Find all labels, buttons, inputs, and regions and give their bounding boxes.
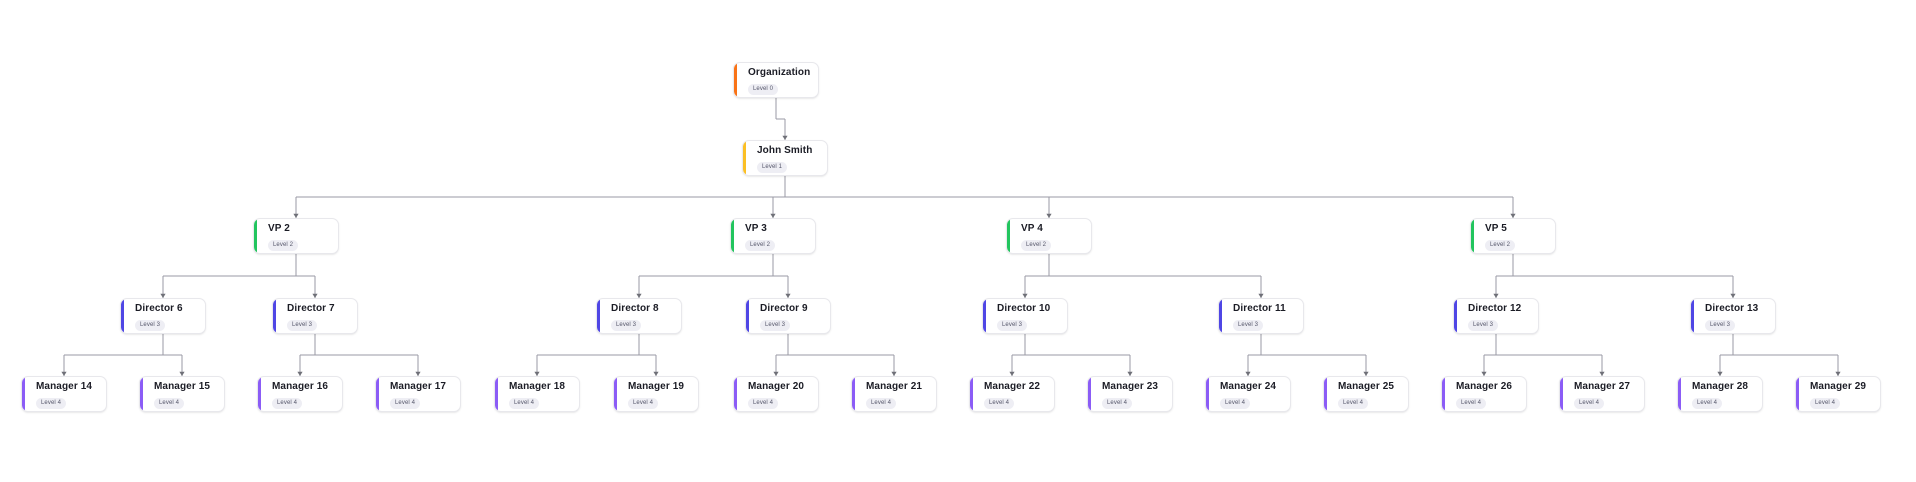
org-node-director-7[interactable]: Director 7 Level 3 [272, 298, 358, 334]
org-node-manager-21[interactable]: Manager 21 Level 4 [851, 376, 937, 412]
org-node-manager-14[interactable]: Manager 14 Level 4 [21, 376, 107, 412]
org-node-director-6[interactable]: Director 6 Level 3 [120, 298, 206, 334]
org-node-director-10[interactable]: Director 10 Level 3 [982, 298, 1068, 334]
node-level-badge: Level 4 [1456, 397, 1487, 409]
node-level-badge: Level 3 [287, 319, 318, 331]
node-title: Manager 23 [1102, 380, 1159, 392]
node-level-badge: Level 2 [745, 239, 776, 251]
node-level-badge: Level 4 [1338, 397, 1369, 409]
org-node-manager-18[interactable]: Manager 18 Level 4 [494, 376, 580, 412]
node-level-badge: Level 3 [997, 319, 1028, 331]
org-node-manager-20[interactable]: Manager 20 Level 4 [733, 376, 819, 412]
node-title: Manager 21 [866, 380, 923, 392]
node-level-badge: Level 3 [1705, 319, 1736, 331]
node-level-badge: Level 3 [760, 319, 791, 331]
node-level-badge: Level 4 [1810, 397, 1841, 409]
node-title: Manager 15 [154, 380, 211, 392]
node-level-badge: Level 3 [1233, 319, 1264, 331]
node-title: Manager 26 [1456, 380, 1513, 392]
org-node-director-9[interactable]: Director 9 Level 3 [745, 298, 831, 334]
node-title: Director 6 [135, 302, 183, 314]
node-title: Manager 14 [36, 380, 93, 392]
node-level-badge: Level 2 [1021, 239, 1052, 251]
node-title: VP 3 [745, 222, 767, 234]
node-level-badge: Level 2 [268, 239, 299, 251]
node-level-badge: Level 3 [611, 319, 642, 331]
node-level-badge: Level 4 [272, 397, 303, 409]
node-level-badge: Level 4 [984, 397, 1015, 409]
node-title: Director 10 [997, 302, 1051, 314]
org-node-manager-15[interactable]: Manager 15 Level 4 [139, 376, 225, 412]
node-level-badge: Level 4 [628, 397, 659, 409]
node-title: Director 12 [1468, 302, 1522, 314]
node-title: VP 4 [1021, 222, 1043, 234]
node-title: Manager 24 [1220, 380, 1277, 392]
node-level-badge: Level 4 [1574, 397, 1605, 409]
node-level-badge: Level 4 [866, 397, 897, 409]
node-level-badge: Level 4 [1692, 397, 1723, 409]
org-node-vp-4[interactable]: VP 4 Level 2 [1006, 218, 1092, 254]
node-title: Director 11 [1233, 302, 1286, 314]
org-node-manager-24[interactable]: Manager 24 Level 4 [1205, 376, 1291, 412]
node-level-badge: Level 2 [1485, 239, 1516, 251]
node-level-badge: Level 4 [390, 397, 421, 409]
node-title: Organization [748, 66, 811, 78]
node-level-badge: Level 4 [509, 397, 540, 409]
node-title: Manager 19 [628, 380, 685, 392]
org-node-manager-26[interactable]: Manager 26 Level 4 [1441, 376, 1527, 412]
node-level-badge: Level 4 [36, 397, 67, 409]
node-title: Manager 20 [748, 380, 805, 392]
node-title: John Smith [757, 144, 813, 156]
org-node-vp-2[interactable]: VP 2 Level 2 [253, 218, 339, 254]
org-node-manager-16[interactable]: Manager 16 Level 4 [257, 376, 343, 412]
org-node-director-11[interactable]: Director 11 Level 3 [1218, 298, 1304, 334]
org-node-manager-23[interactable]: Manager 23 Level 4 [1087, 376, 1173, 412]
node-title: Manager 27 [1574, 380, 1631, 392]
node-title: Manager 25 [1338, 380, 1395, 392]
node-level-badge: Level 1 [757, 161, 788, 173]
org-node-vp-5[interactable]: VP 5 Level 2 [1470, 218, 1556, 254]
org-node-director-8[interactable]: Director 8 Level 3 [596, 298, 682, 334]
org-node-manager-29[interactable]: Manager 29 Level 4 [1795, 376, 1881, 412]
node-level-badge: Level 4 [154, 397, 185, 409]
node-title: VP 5 [1485, 222, 1507, 234]
node-title: Manager 22 [984, 380, 1041, 392]
node-level-badge: Level 0 [748, 83, 779, 95]
org-node-vp-3[interactable]: VP 3 Level 2 [730, 218, 816, 254]
node-title: VP 2 [268, 222, 290, 234]
node-title: Director 7 [287, 302, 335, 314]
org-node-director-13[interactable]: Director 13 Level 3 [1690, 298, 1776, 334]
org-node-manager-19[interactable]: Manager 19 Level 4 [613, 376, 699, 412]
org-node-director-12[interactable]: Director 12 Level 3 [1453, 298, 1539, 334]
node-level-badge: Level 4 [1220, 397, 1251, 409]
node-title: Manager 18 [509, 380, 566, 392]
node-title: Director 8 [611, 302, 659, 314]
org-node-manager-27[interactable]: Manager 27 Level 4 [1559, 376, 1645, 412]
node-title: Manager 16 [272, 380, 329, 392]
org-node-manager-28[interactable]: Manager 28 Level 4 [1677, 376, 1763, 412]
org-node-manager-25[interactable]: Manager 25 Level 4 [1323, 376, 1409, 412]
node-title: Manager 29 [1810, 380, 1867, 392]
node-title: Manager 17 [390, 380, 447, 392]
org-node-manager-17[interactable]: Manager 17 Level 4 [375, 376, 461, 412]
node-title: Director 13 [1705, 302, 1759, 314]
node-level-badge: Level 4 [1102, 397, 1133, 409]
node-title: Director 9 [760, 302, 808, 314]
node-level-badge: Level 4 [748, 397, 779, 409]
node-title: Manager 28 [1692, 380, 1749, 392]
node-level-badge: Level 3 [135, 319, 166, 331]
org-node-manager-22[interactable]: Manager 22 Level 4 [969, 376, 1055, 412]
node-level-badge: Level 3 [1468, 319, 1499, 331]
